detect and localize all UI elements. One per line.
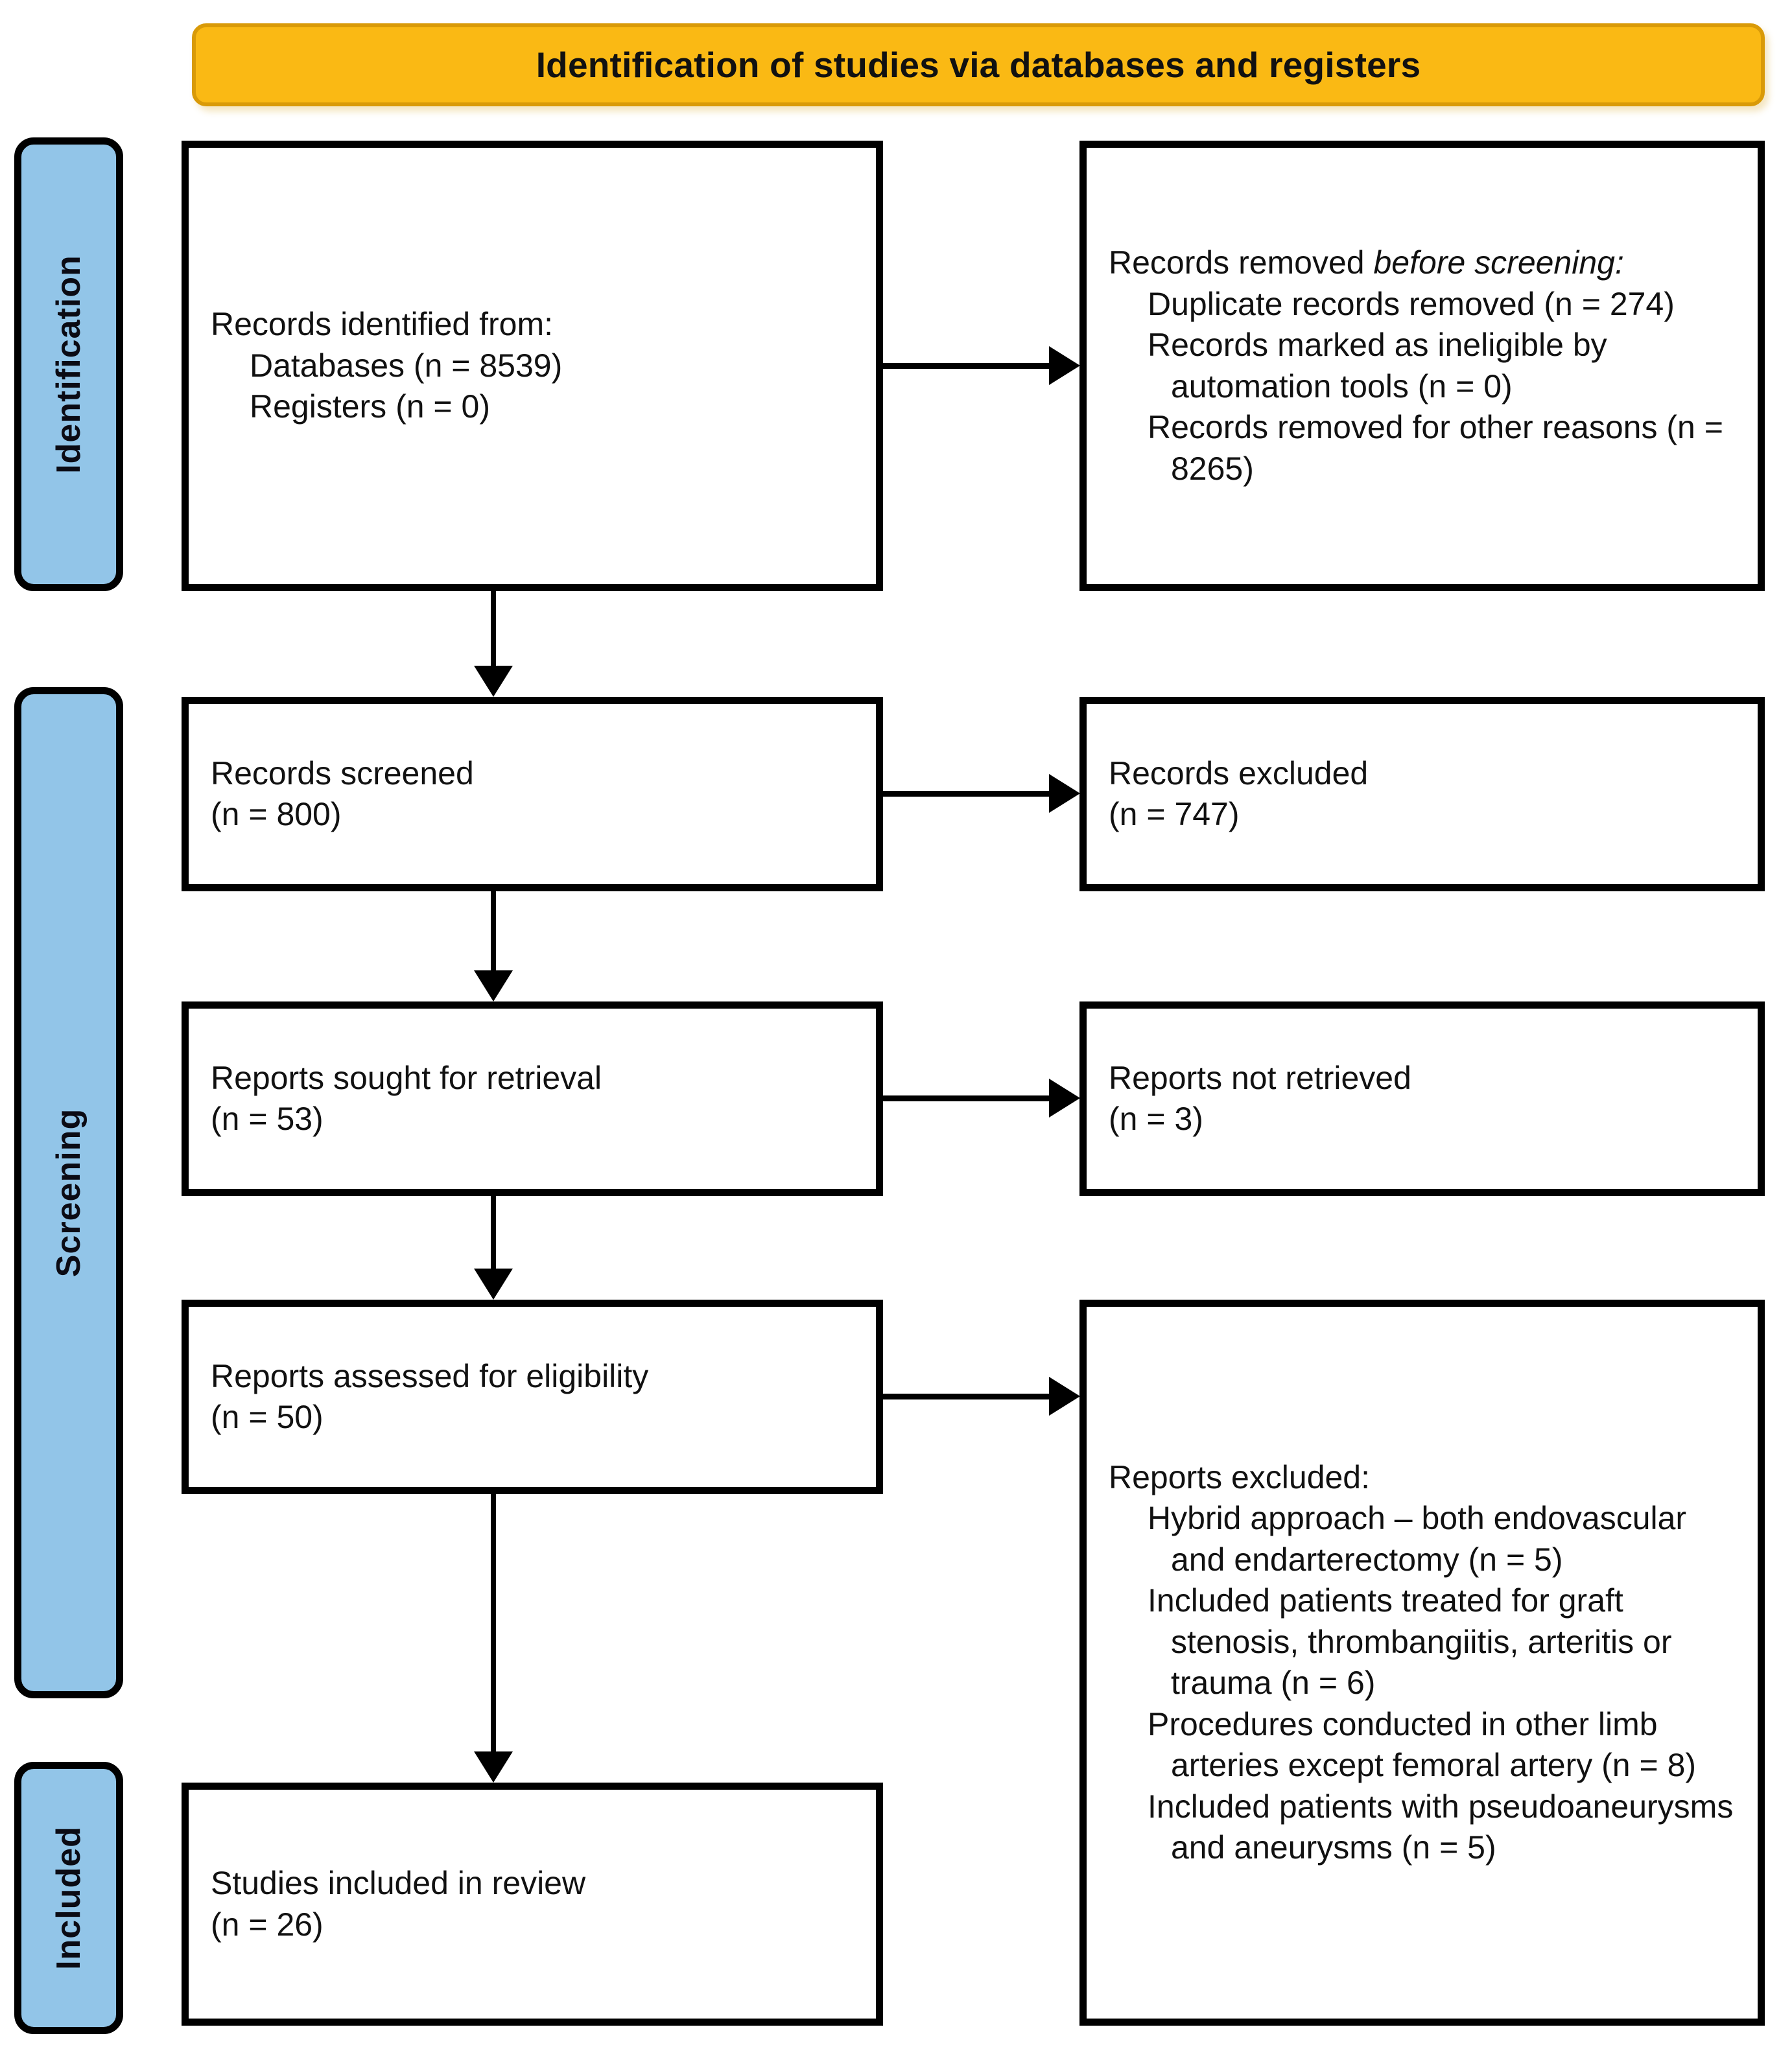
arrowhead-right-icon <box>1049 1079 1080 1118</box>
records-removed-heading-plain: Records removed <box>1109 244 1374 281</box>
box-reports-not-retrieved: Reports not retrieved (n = 3) <box>1079 1001 1765 1196</box>
reports-excluded-item-hybrid: Hybrid approach – both endovascular and … <box>1148 1500 1695 1578</box>
box-reports-assessed-for-eligibility: Reports assessed for eligibility (n = 50… <box>182 1300 883 1494</box>
box-records-screened: Records screened (n = 800) <box>182 697 883 891</box>
reports-excluded-item-other-arteries: Procedures conducted in other limb arter… <box>1148 1705 1697 1784</box>
reports-assessed-heading: Reports assessed for eligibility <box>211 1357 649 1394</box>
reports-excluded-heading: Reports excluded: <box>1109 1458 1371 1495</box>
records-excluded-count: (n = 747) <box>1109 796 1240 832</box>
stage-tab-identification: Identification <box>14 137 123 591</box>
records-screened-heading: Records screened <box>211 755 474 791</box>
arrowhead-right-icon <box>1049 774 1080 813</box>
box-reports-sought-for-retrieval: Reports sought for retrieval (n = 53) <box>182 1001 883 1196</box>
reports-sought-count: (n = 53) <box>211 1101 324 1137</box>
stage-tab-included: Included <box>14 1762 123 2034</box>
diagram-title-banner: Identification of studies via databases … <box>192 23 1765 106</box>
records-excluded-heading: Records excluded <box>1109 755 1369 791</box>
records-identified-heading: Records identified from: <box>211 306 554 343</box>
arrowhead-down-icon <box>474 1269 513 1300</box>
connector-sought-to-not-retrieved <box>883 1095 1050 1101</box>
records-identified-item-registers: Registers (n = 0) <box>250 388 490 425</box>
box-reports-excluded: Reports excluded: Hybrid approach – both… <box>1079 1300 1765 2026</box>
diagram-title: Identification of studies via databases … <box>536 45 1421 85</box>
connector-identified-to-screened <box>491 591 496 669</box>
records-removed-item-automation: Records marked as ineligible by automati… <box>1148 327 1616 404</box>
records-removed-heading-italic: before screening <box>1373 244 1615 281</box>
box-studies-included-in-review: Studies included in review (n = 26) <box>182 1783 883 2026</box>
connector-assessed-to-reports-excluded <box>883 1394 1050 1399</box>
studies-included-count: (n = 26) <box>211 1906 324 1943</box>
reports-excluded-item-aneurysms: Included patients with pseudoaneurysms a… <box>1148 1788 1743 1866</box>
records-removed-heading-suffix: : <box>1614 244 1624 281</box>
box-records-excluded: Records excluded (n = 747) <box>1079 697 1765 891</box>
reports-sought-heading: Reports sought for retrieval <box>211 1059 602 1096</box>
reports-not-retrieved-count: (n = 3) <box>1109 1101 1203 1137</box>
stage-label-identification: Identification <box>50 255 88 474</box>
connector-assessed-to-included <box>491 1494 496 1751</box>
records-screened-count: (n = 800) <box>211 796 342 832</box>
reports-not-retrieved-heading: Reports not retrieved <box>1109 1059 1411 1096</box>
connector-identified-to-removed <box>883 363 1050 369</box>
arrowhead-right-icon <box>1049 346 1080 385</box>
stage-label-screening: Screening <box>50 1108 88 1278</box>
stage-label-included: Included <box>50 1826 88 1970</box>
reports-assessed-count: (n = 50) <box>211 1399 324 1435</box>
box-records-identified: Records identified from: Databases (n = … <box>182 141 883 591</box>
arrowhead-down-icon <box>474 666 513 697</box>
box-records-removed-before-screening: Records removed before screening: Duplic… <box>1079 141 1765 591</box>
arrowhead-down-icon <box>474 1751 513 1783</box>
records-removed-item-duplicates: Duplicate records removed (n = 274) <box>1148 285 1675 322</box>
studies-included-heading: Studies included in review <box>211 1865 586 1901</box>
connector-screened-to-excluded <box>883 791 1050 797</box>
connector-sought-to-assessed <box>491 1196 496 1269</box>
records-removed-heading: Records removed before screening: <box>1109 242 1736 284</box>
arrowhead-down-icon <box>474 970 513 1001</box>
connector-screened-to-sought <box>491 891 496 970</box>
stage-tab-screening: Screening <box>14 687 123 1698</box>
reports-excluded-item-graft: Included patients treated for graft sten… <box>1148 1582 1681 1701</box>
records-identified-item-databases: Databases (n = 8539) <box>250 347 563 384</box>
arrowhead-right-icon <box>1049 1377 1080 1416</box>
records-removed-item-other: Records removed for other reasons (n = 8… <box>1148 409 1732 487</box>
